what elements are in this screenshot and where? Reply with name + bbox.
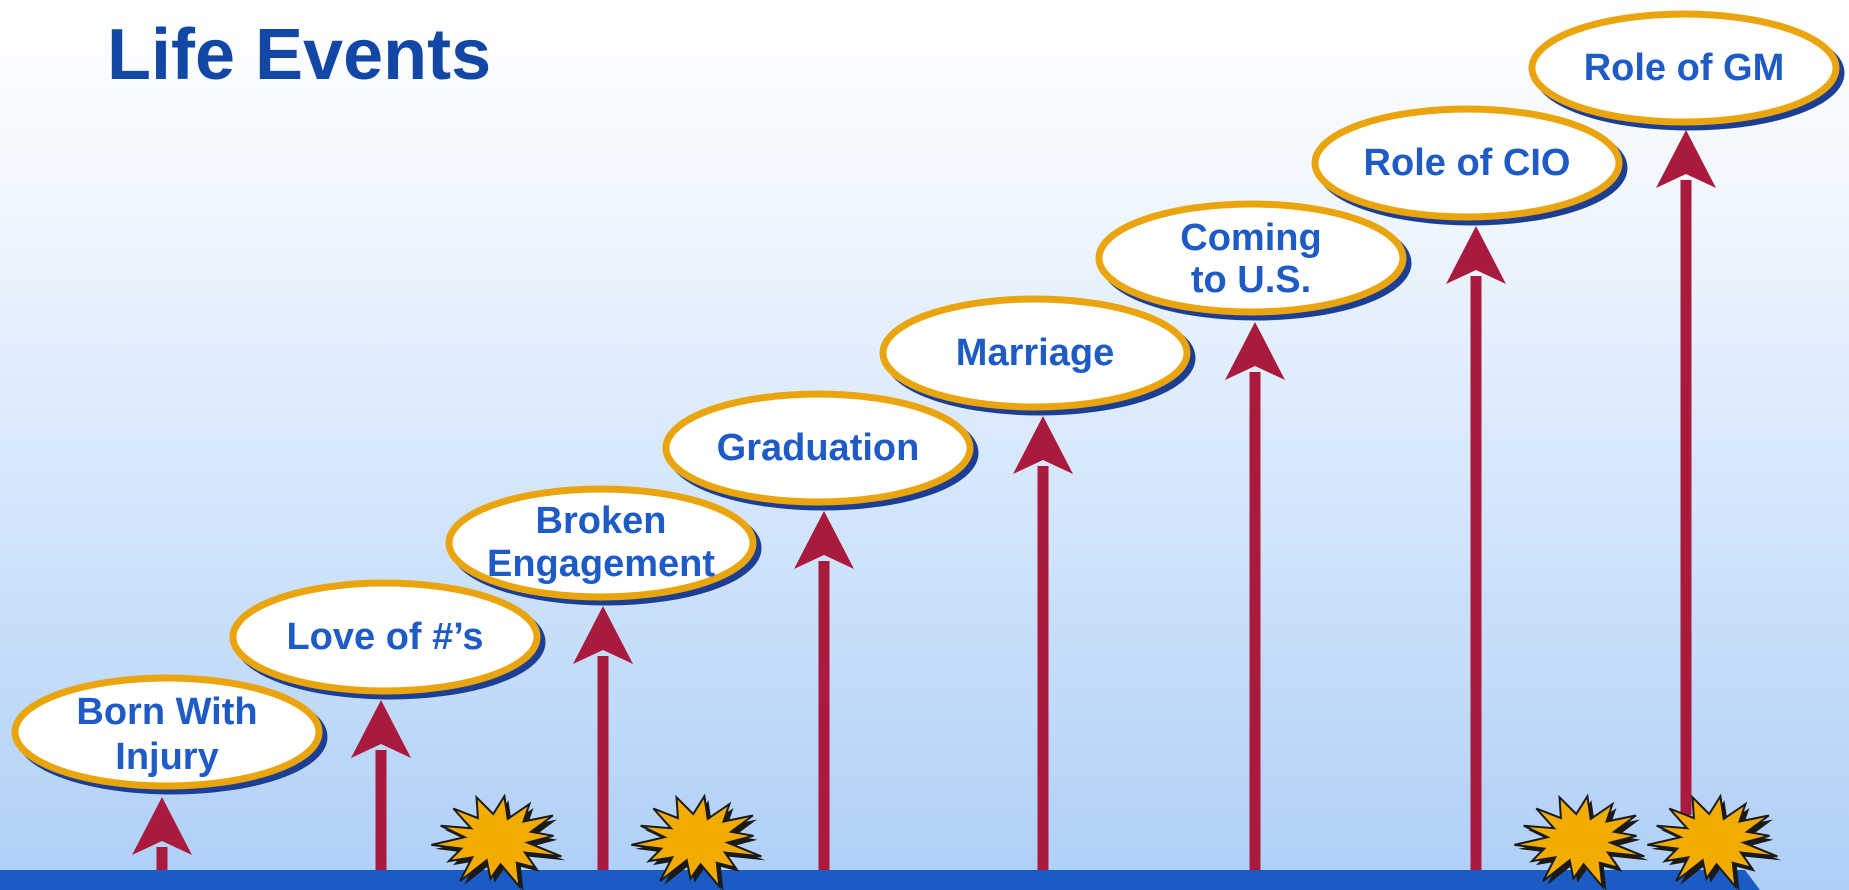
arrow-role-of-cio bbox=[1446, 226, 1506, 870]
arrow-broken-engagement bbox=[573, 606, 633, 870]
starburst-icon bbox=[431, 793, 566, 890]
event-label: Marriage bbox=[956, 332, 1114, 374]
event-ellipse bbox=[1311, 105, 1623, 221]
event-ellipse bbox=[1528, 10, 1840, 126]
arrow-shaft bbox=[375, 750, 387, 870]
event-graduation: Graduation bbox=[662, 390, 979, 511]
event-ellipse bbox=[11, 674, 323, 790]
event-marriage: Marriage bbox=[879, 295, 1196, 416]
event-label: Love of #’s bbox=[286, 616, 483, 658]
event-ellipse bbox=[445, 485, 757, 601]
event-ellipse bbox=[1095, 200, 1407, 316]
arrow-shaft bbox=[1470, 276, 1482, 870]
event-ellipse bbox=[229, 579, 541, 695]
event-label: Born With bbox=[76, 691, 257, 733]
starburst-fill bbox=[1647, 793, 1778, 890]
arrow-head bbox=[1656, 130, 1716, 188]
event-role-of-gm: Role of GM bbox=[1528, 10, 1845, 131]
arrow-shaft bbox=[818, 561, 830, 870]
event-love-of-numbers: Love of #’s bbox=[229, 579, 546, 700]
arrow-shaft bbox=[1680, 180, 1692, 815]
event-label: Injury bbox=[115, 736, 218, 778]
event-label: Coming bbox=[1180, 217, 1321, 259]
arrow-head bbox=[351, 700, 411, 758]
arrow-head bbox=[1225, 322, 1285, 380]
event-ellipse bbox=[662, 390, 974, 506]
event-label: Graduation bbox=[717, 427, 920, 469]
arrow-born-with-injury bbox=[132, 797, 192, 870]
arrow-shaft bbox=[597, 656, 609, 870]
starburst-icon bbox=[1514, 793, 1649, 890]
arrow-head bbox=[1446, 226, 1506, 284]
event-label: Broken bbox=[536, 500, 667, 542]
starburst-fill bbox=[1514, 793, 1645, 890]
starburst-fill bbox=[631, 793, 762, 890]
slide-title: Life Events bbox=[107, 15, 492, 95]
arrow-marriage bbox=[1013, 416, 1073, 870]
ground-bar bbox=[0, 870, 1760, 890]
arrow-head bbox=[573, 606, 633, 664]
arrow-shaft bbox=[156, 847, 168, 870]
starburst-icon bbox=[1647, 793, 1782, 890]
starburst-icon bbox=[631, 793, 766, 890]
arrow-coming-to-us bbox=[1225, 322, 1285, 870]
arrow-head bbox=[132, 797, 192, 855]
event-label: Engagement bbox=[487, 543, 715, 585]
arrow-love-of-numbers bbox=[351, 700, 411, 870]
event-ellipse bbox=[879, 295, 1191, 411]
arrow-head bbox=[1013, 416, 1073, 474]
event-label: Role of CIO bbox=[1364, 142, 1571, 184]
arrow-shaft bbox=[1249, 372, 1261, 870]
arrow-graduation bbox=[794, 511, 854, 870]
event-label: Role of GM bbox=[1584, 47, 1785, 89]
starburst-fill bbox=[431, 793, 562, 890]
arrow-role-of-gm bbox=[1656, 130, 1716, 815]
arrow-head bbox=[794, 511, 854, 569]
arrow-shaft bbox=[1037, 466, 1049, 870]
event-role-of-cio: Role of CIO bbox=[1311, 105, 1628, 226]
event-label: to U.S. bbox=[1191, 259, 1311, 301]
